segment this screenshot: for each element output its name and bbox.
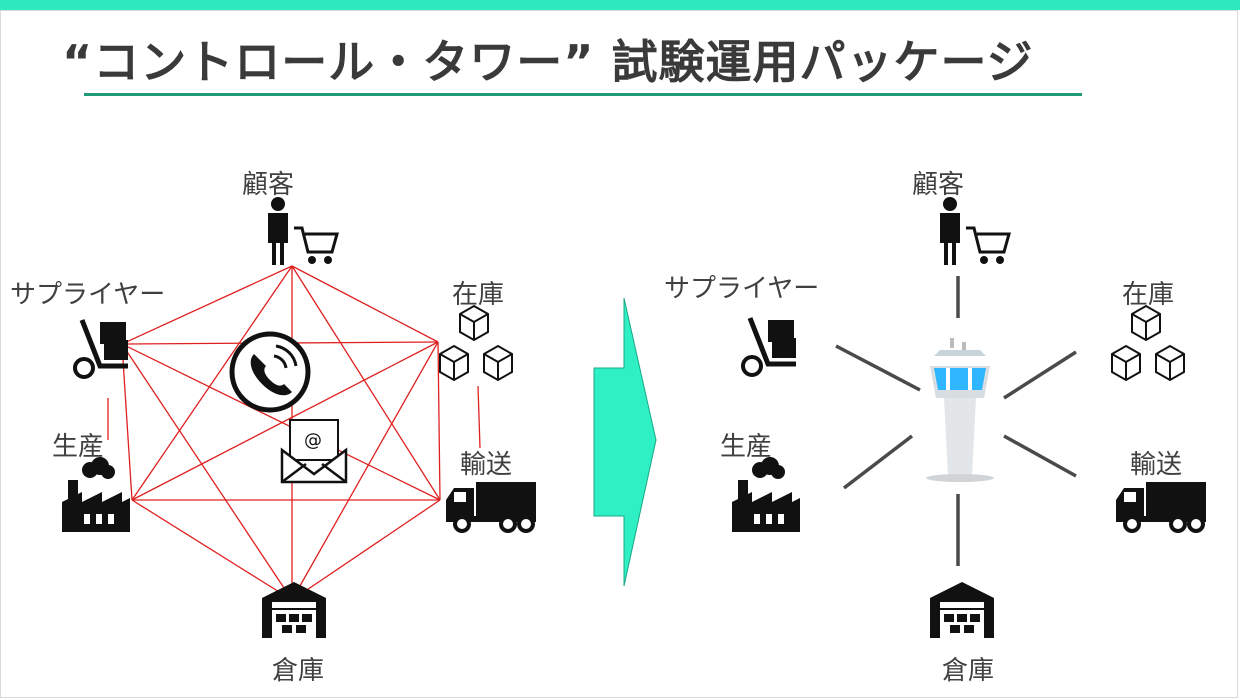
title-underline bbox=[84, 93, 1082, 96]
factory-icon bbox=[62, 457, 130, 532]
page-title: “コントロール・タワー” 試験運用パッケージ bbox=[62, 35, 1034, 89]
arrow-right-icon bbox=[593, 297, 657, 587]
truck-icon bbox=[446, 482, 536, 533]
before-warehouse-label: 倉庫 bbox=[272, 656, 325, 686]
before-transport-label: 輸送 bbox=[460, 450, 513, 480]
factory-icon bbox=[732, 457, 800, 532]
phone-icon bbox=[229, 331, 311, 413]
truck-icon bbox=[1116, 482, 1206, 533]
mesh-line bbox=[291, 341, 439, 601]
email-icon: @ bbox=[280, 419, 348, 484]
mesh-line bbox=[121, 343, 441, 501]
control-tower-icon bbox=[926, 338, 994, 482]
hub-spoke bbox=[835, 344, 921, 392]
mesh-line bbox=[121, 343, 133, 501]
hub-spoke bbox=[1003, 350, 1077, 400]
mesh-line bbox=[291, 499, 441, 601]
inventory-icon bbox=[439, 304, 513, 382]
after-inventory-label: 在庫 bbox=[1122, 280, 1175, 310]
before-inventory-label: 在庫 bbox=[452, 280, 505, 310]
customer-icon bbox=[940, 197, 1011, 265]
hub-connections bbox=[835, 276, 1077, 566]
mesh-line bbox=[121, 343, 293, 601]
hub-spoke bbox=[842, 434, 914, 490]
after-supplier-label: サプライヤー bbox=[664, 274, 820, 304]
before-customer-label: 顧客 bbox=[242, 170, 295, 200]
inventory-icon bbox=[1111, 304, 1185, 382]
slide-frame bbox=[0, 10, 1238, 698]
supplier-icon bbox=[741, 317, 796, 377]
svg-text:@: @ bbox=[304, 430, 322, 451]
mesh-line bbox=[121, 265, 293, 345]
mesh-line bbox=[477, 385, 481, 449]
mesh-connections bbox=[107, 265, 481, 601]
after-customer-label: 顧客 bbox=[912, 170, 965, 200]
supplier-icon bbox=[73, 319, 128, 379]
mesh-line bbox=[291, 265, 439, 343]
before-supplier-label: サプライヤー bbox=[10, 280, 166, 310]
after-transport-label: 輸送 bbox=[1130, 450, 1183, 480]
warehouse-icon bbox=[930, 582, 994, 638]
customer-icon bbox=[268, 197, 339, 265]
mesh-line bbox=[131, 341, 439, 501]
after-warehouse-label: 倉庫 bbox=[942, 656, 995, 686]
mesh-line bbox=[131, 499, 293, 601]
mesh-line bbox=[437, 341, 441, 501]
mesh-line bbox=[291, 265, 441, 501]
top-accent-bar bbox=[0, 0, 1240, 10]
mesh-line bbox=[131, 265, 293, 501]
before-production-label: 生産 bbox=[52, 432, 105, 462]
after-production-label: 生産 bbox=[720, 432, 773, 462]
hub-spoke bbox=[1003, 434, 1077, 478]
warehouse-icon bbox=[262, 582, 326, 638]
